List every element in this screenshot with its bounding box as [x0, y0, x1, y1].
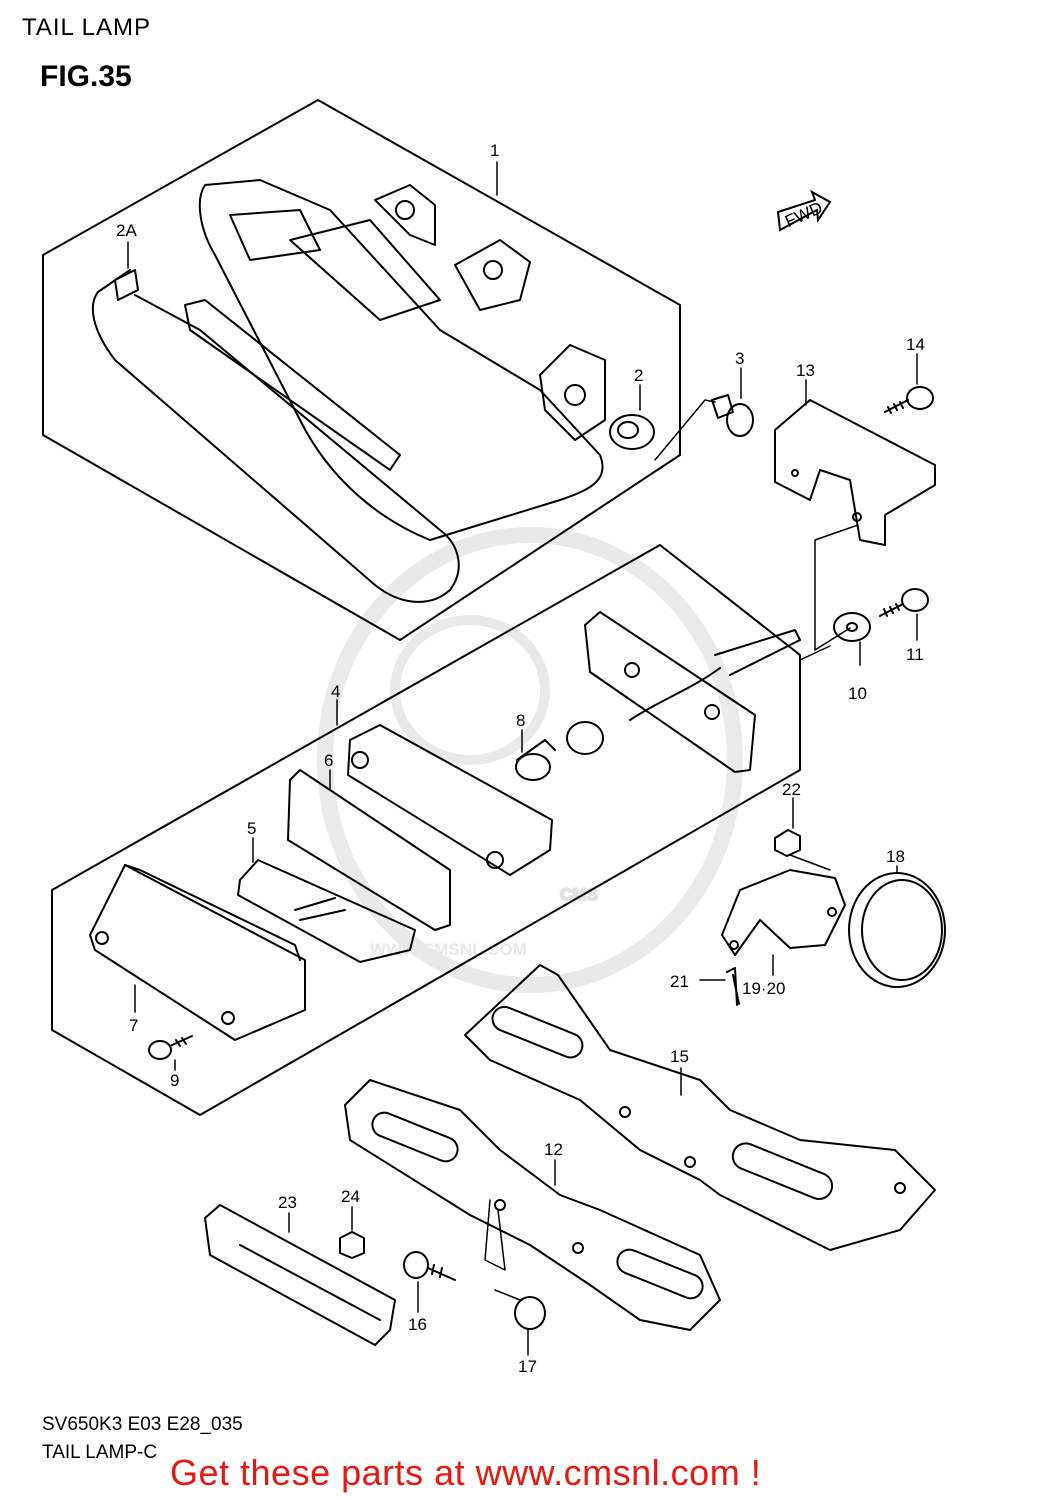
- reflector-18: [848, 872, 946, 988]
- callout-4: 4: [331, 682, 340, 701]
- callout-13: 13: [796, 361, 815, 380]
- callout-12: 12: [544, 1140, 563, 1159]
- nut-24: [339, 1231, 365, 1259]
- leader-lines: [127, 161, 918, 1356]
- grommet-2: [609, 414, 655, 450]
- model-code: SV650K3 E03 E28_035: [42, 1414, 243, 1435]
- gasket-2a: [91, 269, 460, 603]
- callout-6: 6: [324, 751, 333, 770]
- callout-11: 11: [906, 645, 924, 664]
- screw-9: [148, 1035, 193, 1060]
- watermark-url: WWW.CMSNL.COM: [370, 940, 527, 959]
- callout-2: 2: [634, 366, 643, 385]
- bulb-socket: [566, 721, 604, 755]
- forward-direction-badge: FWD: [776, 189, 832, 232]
- callout-15: 15: [670, 1047, 689, 1066]
- callout-19-20: 19·20: [742, 979, 785, 998]
- callout-8: 8: [516, 711, 525, 730]
- screw-11: [879, 588, 929, 617]
- callout-7: 7: [129, 1016, 138, 1035]
- bracket-15: [464, 964, 936, 1251]
- assembly-4-frame: [51, 544, 801, 1116]
- bolt-3: [711, 394, 754, 437]
- reflector-23: [204, 1204, 396, 1346]
- callout-5: 5: [247, 819, 256, 838]
- bracket-19-20: [721, 869, 846, 956]
- callout-21: 21: [670, 972, 689, 991]
- callout-labels: 1 2A 2 3 4 5 6 7 8 9 10 11 12 13 14 15 1…: [116, 141, 925, 1376]
- callout-10: 10: [848, 684, 867, 703]
- alignment-lines: [484, 399, 859, 1301]
- lamp-base-4: [584, 611, 801, 773]
- callout-3: 3: [735, 349, 744, 368]
- callout-1: 1: [490, 141, 499, 160]
- diagram-subtitle: TAIL LAMP-C: [42, 1442, 158, 1463]
- page-header-title: TAIL LAMP: [22, 14, 152, 41]
- callout-2a: 2A: [116, 221, 137, 240]
- tail-lamp-housing: [184, 179, 606, 541]
- watermark: CMS WWW.CMSNL.COM: [317, 527, 743, 993]
- screw-16: [403, 1251, 456, 1281]
- callout-23: 23: [278, 1193, 297, 1212]
- figure-number: FIG.35: [40, 60, 132, 93]
- screw-14: [884, 386, 934, 414]
- bulb-8: [515, 739, 556, 781]
- lamp-reflector: [347, 724, 553, 876]
- callout-24: 24: [341, 1187, 360, 1206]
- seal-6: [287, 769, 451, 931]
- callout-18: 18: [886, 847, 905, 866]
- bracket-12: [344, 1079, 721, 1331]
- callout-16: 16: [408, 1315, 427, 1334]
- washer-10: [833, 612, 871, 642]
- watermark-brand: CMS: [560, 885, 598, 904]
- bracket-13: [774, 399, 936, 546]
- promo-link[interactable]: Get these parts at www.cmsnl.com !: [170, 1452, 762, 1493]
- callout-9: 9: [170, 1071, 179, 1090]
- lens-inner-5: [237, 859, 416, 963]
- lens-7: [89, 864, 306, 1041]
- nut-22: [774, 829, 801, 857]
- callout-14: 14: [906, 335, 925, 354]
- bolt-21: [726, 967, 740, 1006]
- assembly-1-frame: [42, 99, 681, 641]
- callout-17: 17: [518, 1357, 537, 1376]
- nut-17: [514, 1296, 546, 1330]
- callout-22: 22: [782, 780, 801, 799]
